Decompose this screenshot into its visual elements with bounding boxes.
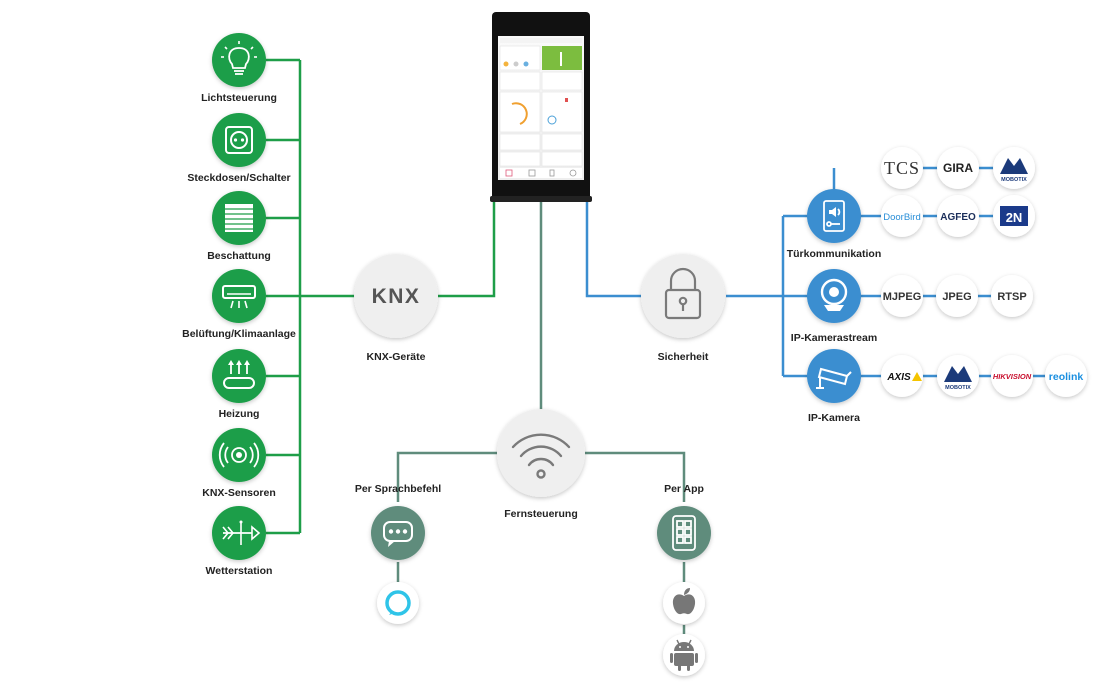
tcs-logo: TCS <box>884 158 920 178</box>
door-brand-gira[interactable]: GIRA <box>937 147 979 189</box>
app-grid-icon <box>672 515 696 551</box>
knx-device-light-bulb[interactable]: Lichtsteuerung <box>201 33 277 104</box>
chat-bubble-icon <box>383 521 413 547</box>
security-branch-door[interactable]: Türkommunikation <box>787 189 882 260</box>
panel-screen-content <box>499 38 583 178</box>
apple-icon <box>672 588 696 615</box>
android-icon <box>670 639 698 671</box>
apple-node[interactable] <box>663 582 705 624</box>
knx-device-weather-vane[interactable]: Wetterstation <box>206 506 273 577</box>
camera-brand-reolink[interactable]: reolink <box>1045 355 1087 397</box>
power-socket-icon <box>225 126 253 154</box>
knx-device-air-conditioner[interactable]: Belüftung/Klimaanlage <box>182 269 296 340</box>
heating-icon <box>223 360 255 389</box>
remote-hub-label: Fernsteuerung <box>504 508 578 520</box>
knx-device-label: Belüftung/Klimaanlage <box>182 328 296 340</box>
knx-device-label: Wetterstation <box>206 565 273 577</box>
stream-label: IP-Kamerastream <box>791 332 877 344</box>
hikvision-logo: HIKVISION <box>993 372 1032 381</box>
mobotix-camera-logo: MOBOTIX <box>945 385 971 391</box>
padlock-icon <box>664 267 702 320</box>
mjpeg-label: MJPEG <box>883 291 922 303</box>
security-branch-stream[interactable]: IP-Kamerastream <box>791 269 877 344</box>
knx-device-label: KNX-Sensoren <box>202 487 276 499</box>
2n-logo: 2N <box>1006 210 1023 225</box>
wifi-icon <box>511 433 571 479</box>
knx-device-circle <box>212 269 266 323</box>
remote-hub[interactable]: Fernsteuerung <box>497 409 585 520</box>
security-hub[interactable]: Sicherheit <box>641 254 725 363</box>
mobotix-logo: MOBOTIX <box>1001 177 1027 183</box>
stream-format-mjpeg[interactable]: MJPEG <box>881 275 923 317</box>
door-brand-doorbird[interactable]: DoorBird <box>881 195 923 237</box>
door-brand-agfeo[interactable]: AGFEO <box>937 195 979 237</box>
knx-logo: KNX <box>372 285 421 308</box>
knx-device-label: Lichtsteuerung <box>201 92 277 104</box>
knx-device-heating[interactable]: Heizung <box>212 349 266 420</box>
touch-panel <box>490 12 592 202</box>
reolink-logo: reolink <box>1049 371 1084 383</box>
android-node[interactable] <box>663 634 705 676</box>
door-intercom-icon <box>823 200 845 232</box>
knx-device-circle <box>212 113 266 167</box>
knx-device-circle <box>212 349 266 403</box>
knx-device-label: Heizung <box>219 408 260 420</box>
alexa-icon <box>385 590 411 616</box>
door-brand-tcs[interactable]: TCS <box>881 147 923 189</box>
stream-format-rtsp[interactable]: RTSP <box>991 275 1033 317</box>
air-conditioner-icon <box>222 285 256 309</box>
gira-logo: GIRA <box>943 161 973 175</box>
knx-hub[interactable]: KNX KNX-Geräte <box>354 254 438 363</box>
knx-device-label: Steckdosen/Schalter <box>187 172 290 184</box>
jpeg-label: JPEG <box>942 291 971 303</box>
remote-branch-voice[interactable]: Per Sprachbefehl <box>355 483 441 560</box>
security-hub-label: Sicherheit <box>658 351 709 363</box>
knx-device-label: Beschattung <box>207 250 271 262</box>
light-bulb-icon <box>221 41 257 75</box>
axis-logo: AXIS <box>886 372 911 383</box>
rtsp-label: RTSP <box>997 291 1026 303</box>
knx-device-list: LichtsteuerungSteckdosen/SchalterBeschat… <box>182 33 296 577</box>
blinds-icon <box>225 204 253 232</box>
knx-device-blinds[interactable]: Beschattung <box>207 191 271 262</box>
app-label: Per App <box>664 483 704 495</box>
remote-branch-app[interactable]: Per App <box>657 483 711 560</box>
door-brand-2n[interactable]: 2N <box>993 195 1035 237</box>
security-branch-camera[interactable]: IP-Kamera <box>807 349 861 424</box>
door-label: Türkommunikation <box>787 248 882 260</box>
sensor-icon <box>218 442 260 468</box>
cctv-camera-icon <box>816 367 852 389</box>
camera-brand-hikvision[interactable]: HIKVISION <box>991 355 1033 397</box>
camera-label: IP-Kamera <box>808 412 860 424</box>
doorbird-logo: DoorBird <box>883 212 921 223</box>
agfeo-logo: AGFEO <box>940 212 976 223</box>
weather-vane-icon <box>222 520 261 545</box>
webcam-icon <box>820 278 848 311</box>
knx-device-power-socket[interactable]: Steckdosen/Schalter <box>187 113 291 184</box>
door-brand-mobotix[interactable]: MOBOTIX <box>993 147 1035 189</box>
knx-device-sensor[interactable]: KNX-Sensoren <box>202 428 276 499</box>
knx-hub-label: KNX-Geräte <box>367 351 426 363</box>
voice-label: Per Sprachbefehl <box>355 483 441 495</box>
alexa-node[interactable] <box>377 582 419 624</box>
camera-brand-mobotix[interactable]: MOBOTIX <box>937 355 979 397</box>
camera-brand-axis[interactable]: AXIS <box>881 355 923 397</box>
stream-format-jpeg[interactable]: JPEG <box>936 275 978 317</box>
